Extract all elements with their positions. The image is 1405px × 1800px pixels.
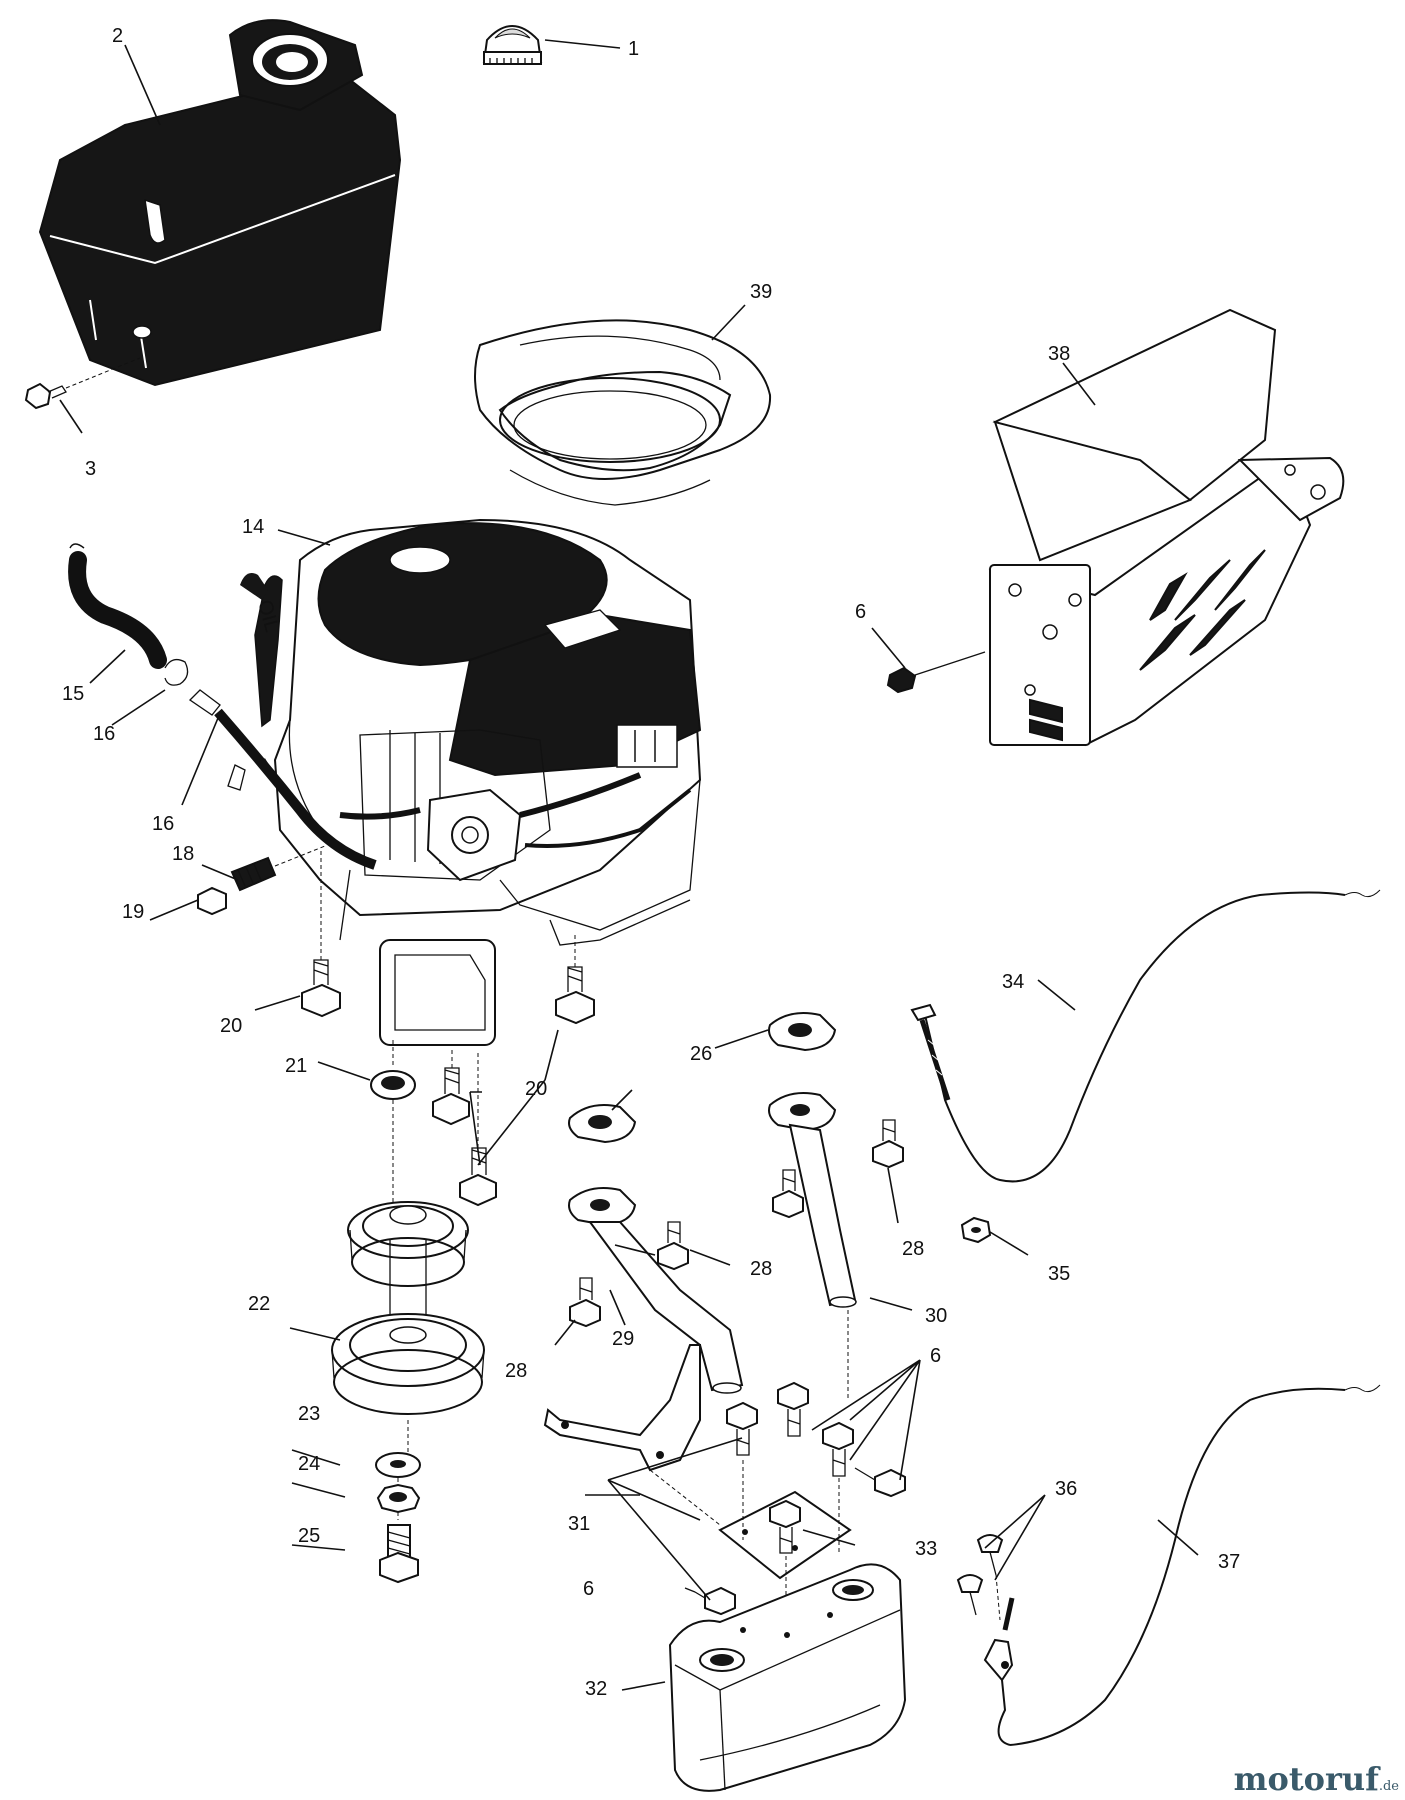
watermark-main: motoruf <box>1233 1760 1379 1798</box>
part-cable-37 <box>983 1384 1381 1746</box>
part-cap-19 <box>197 886 227 916</box>
part-fuel-tank <box>38 19 402 387</box>
part-spacer-21 <box>370 1040 416 1220</box>
callout-25: 25 <box>298 1525 320 1547</box>
callout-31: 31 <box>568 1513 590 1535</box>
callout-6-top: 6 <box>855 601 866 623</box>
part-bracket-31 <box>543 1344 721 1526</box>
part-screw-6-e <box>769 1499 801 1620</box>
callout-39: 39 <box>750 281 772 303</box>
part-fuel-hose-15 <box>68 543 167 669</box>
callout-14: 14 <box>242 516 264 538</box>
callout-33: 33 <box>915 1538 937 1560</box>
watermark-tld: .de <box>1378 1779 1399 1794</box>
callout-1: 1 <box>628 38 639 60</box>
part-bolt-28-a <box>569 1277 601 1328</box>
part-gasket-26-upper <box>768 1012 837 1052</box>
callout-21: 21 <box>285 1055 307 1077</box>
part-pulley-22 <box>331 1201 485 1455</box>
leader-lines <box>59 39 1199 1691</box>
part-exhaust-pipe-30 <box>768 1092 857 1400</box>
part-fuel-cap <box>482 25 543 65</box>
callout-28-mid: 28 <box>750 1258 772 1280</box>
callout-6-lower: 6 <box>583 1578 594 1600</box>
part-exhaust-pipe-29 <box>568 1187 744 1394</box>
callout-29: 29 <box>612 1328 634 1350</box>
part-bolt-3 <box>24 357 141 410</box>
callout-37: 37 <box>1218 1551 1240 1573</box>
part-screw-6-a <box>726 1401 758 1540</box>
callout-20-left: 20 <box>220 1015 242 1037</box>
part-muffler-32 <box>668 1563 907 1792</box>
callout-22: 22 <box>248 1293 270 1315</box>
callout-3: 3 <box>85 458 96 480</box>
part-shroud-39 <box>474 319 772 506</box>
callout-2: 2 <box>112 25 123 47</box>
callout-35: 35 <box>1048 1263 1070 1285</box>
part-bolt-20-mid-a <box>432 1050 470 1126</box>
part-screw-6-d <box>854 1467 906 1498</box>
callout-15: 15 <box>62 683 84 705</box>
callout-28-right: 28 <box>902 1238 924 1260</box>
callout-28-left: 28 <box>505 1360 527 1382</box>
callout-34: 34 <box>1002 971 1024 993</box>
part-washer-23 <box>375 1452 421 1478</box>
part-bolt-20-mid-b <box>459 1050 497 1207</box>
callout-36: 36 <box>1055 1478 1077 1500</box>
callout-16-upper: 16 <box>93 723 115 745</box>
part-fitting-18 <box>230 845 326 892</box>
part-bolt-28-b <box>657 1221 689 1271</box>
part-screw-6-b <box>777 1381 809 1437</box>
part-engine-14 <box>240 518 702 1046</box>
watermark-logo: motoruf.de <box>1234 1760 1399 1798</box>
part-screw-6-c <box>822 1421 854 1555</box>
callout-26: 26 <box>690 1043 712 1065</box>
part-lockwasher-24 <box>376 1478 421 1520</box>
part-cable-34 <box>910 889 1381 1183</box>
part-bolt-25 <box>379 1524 419 1584</box>
callout-38: 38 <box>1048 343 1070 365</box>
callout-24: 24 <box>298 1453 320 1475</box>
callout-18: 18 <box>172 843 194 865</box>
callout-30: 30 <box>925 1305 947 1327</box>
callout-23: 23 <box>298 1403 320 1425</box>
part-screws-36 <box>956 1534 1004 1621</box>
part-screw-6-top <box>886 651 986 694</box>
callout-labels: 1 2 3 39 38 6 14 15 16 16 18 19 20 20 21… <box>62 25 1240 1700</box>
callout-19: 19 <box>122 901 144 923</box>
part-bolt-28-c <box>772 1169 804 1219</box>
part-bolt-28-d <box>872 1119 904 1169</box>
part-heat-shield-38 <box>988 308 1345 747</box>
callout-16-lower: 16 <box>152 813 174 835</box>
part-gasket-26-lower <box>568 1104 637 1144</box>
callout-20-right: 20 <box>525 1078 547 1100</box>
part-screw-6-f <box>684 1586 736 1616</box>
callout-32: 32 <box>585 1678 607 1700</box>
part-clamp-16 <box>164 658 377 870</box>
part-nut-35 <box>960 1216 992 1244</box>
part-bolt-20-right <box>555 935 595 1025</box>
callout-6-right: 6 <box>930 1345 941 1367</box>
part-bolt-20-left <box>301 850 341 1018</box>
